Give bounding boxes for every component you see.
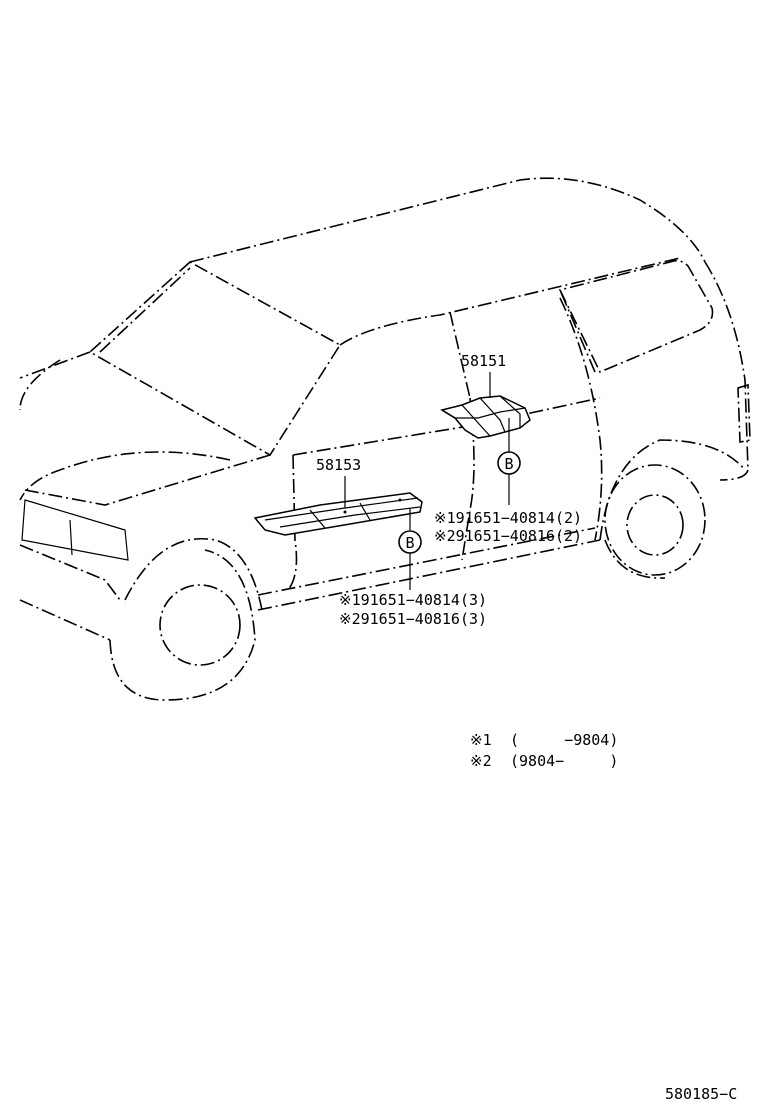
fastener-upper-1: ※191651−40814(2) [434,509,582,527]
note-1-mark: ※1 [470,731,492,749]
reference-code: 580185−C [665,1085,737,1103]
fastener-lower-1: ※191651−40814(3) [339,591,487,609]
note-1-range: ( −9804) [510,731,618,749]
fastener-upper-2: ※291651−40816(2) [434,527,582,545]
note-2-mark: ※2 [470,752,492,770]
fastener-lower-2: ※291651−40816(3) [339,610,487,628]
callout-b-lower-letter: B [405,534,414,552]
callout-b-upper: B [497,451,521,475]
part-58151-shape [440,395,531,439]
note-2-range: (9804− ) [510,752,618,770]
part-58153-shape [253,492,423,536]
callout-b-upper-letter: B [504,455,513,473]
leader-lines [344,372,510,590]
vehicle-outline [19,177,751,701]
part-label-58151: 58151 [461,352,506,370]
part-label-58153: 58153 [316,456,361,474]
callout-b-lower: B [398,530,422,554]
